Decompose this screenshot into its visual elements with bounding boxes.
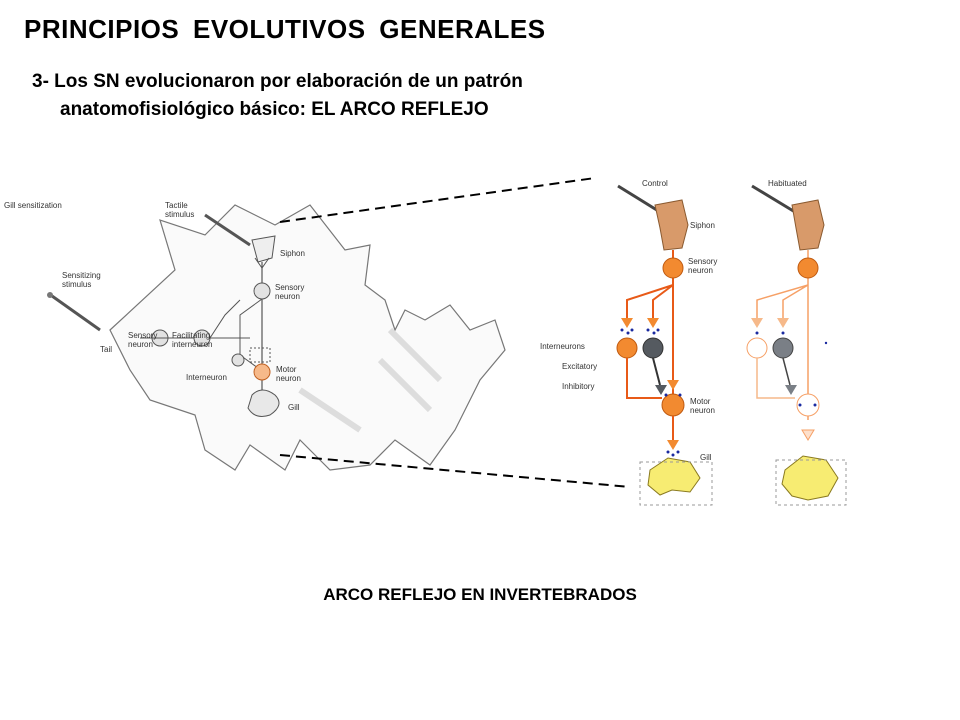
label-gill-sensitization: Gill sensitization [4, 201, 62, 210]
inhibitory-interneuron-control [642, 337, 664, 359]
label-sensitizing-1: Sensitizing [62, 271, 101, 280]
label-inhibitory: Inhibitory [562, 382, 594, 391]
label-sensory-r1: Sensory [688, 257, 717, 266]
slide-subtitle: 3- Los SN evolucionaron por elaboración … [32, 68, 523, 124]
inhibitory-interneuron-habituated [772, 337, 794, 359]
label-sensitizing-2: stimulus [62, 280, 91, 289]
aplysia-body-outline [109, 204, 506, 471]
siphon-habituated [791, 199, 825, 251]
label-sensory-r2: neuron [688, 266, 713, 275]
label-siphon-left: Siphon [280, 249, 305, 258]
excitatory-interneuron-habituated [746, 337, 768, 359]
zoom-line-bottom [279, 454, 631, 488]
habituated-circuit: Habituated [746, 179, 847, 506]
sensitizing-probe-icon [51, 294, 101, 332]
motor-neuron-left [253, 363, 271, 381]
label-tail: Tail [100, 345, 112, 354]
vesicle-dots-habituated [755, 331, 828, 407]
control-circuit: Control Siphon Sensory neuron Interneuro… [540, 179, 717, 506]
zoom-line-top [279, 177, 596, 223]
label-sensory-1: Sensory [275, 283, 304, 292]
label-motor-r1: Motor [690, 397, 711, 406]
label-motor-1: Motor [276, 365, 297, 374]
label-tactile-2: stimulus [165, 210, 194, 219]
excitatory-interneuron-control [616, 337, 638, 359]
label-gill-left: Gill [288, 403, 300, 412]
label-gill-right: Gill [700, 453, 712, 462]
gill-left [247, 389, 280, 417]
label-sensory-b2: neuron [128, 340, 153, 349]
label-interneurons: Interneurons [540, 342, 585, 351]
label-tactile-1: Tactile [165, 201, 188, 210]
label-sensory-b1: Sensory [128, 331, 157, 340]
siphon-control [654, 199, 689, 251]
label-motor-r2: neuron [690, 406, 715, 415]
label-motor-2: neuron [276, 374, 301, 383]
interneuron [231, 353, 245, 367]
subtitle-line-1: 3- Los SN evolucionaron por elaboración … [32, 71, 523, 92]
sensory-neuron-control [662, 257, 684, 279]
label-sensory-2: neuron [275, 292, 300, 301]
tactile-probe-icon [204, 213, 251, 247]
motor-neuron-habituated [796, 393, 820, 417]
gill-habituated [781, 455, 839, 501]
sensory-neuron-left [253, 282, 271, 300]
slide-title: PRINCIPIOS EVOLUTIVOS GENERALES [24, 14, 546, 44]
subtitle-line-2: anatomofisiológico básico: EL ARCO REFLE… [60, 99, 489, 120]
label-siphon-right: Siphon [690, 221, 715, 230]
label-excitatory: Excitatory [562, 362, 597, 371]
gill-control [647, 457, 701, 496]
sensory-neuron-habituated [797, 257, 819, 279]
label-facilitating-2: interneuron [172, 340, 212, 349]
siphon-shape [251, 235, 276, 263]
label-habituated: Habituated [768, 179, 807, 188]
motor-neuron-control [661, 393, 685, 417]
label-interneuron: Interneuron [186, 373, 227, 382]
label-facilitating-1: Facilitating [172, 331, 210, 340]
vesicle-dots-control [620, 328, 682, 457]
label-control: Control [642, 179, 668, 188]
aplysia-diagram: Gill sensitization Tactile stimulus Siph… [4, 201, 506, 471]
figure-caption: ARCO REFLEJO EN INVERTEBRADOS [323, 585, 637, 604]
